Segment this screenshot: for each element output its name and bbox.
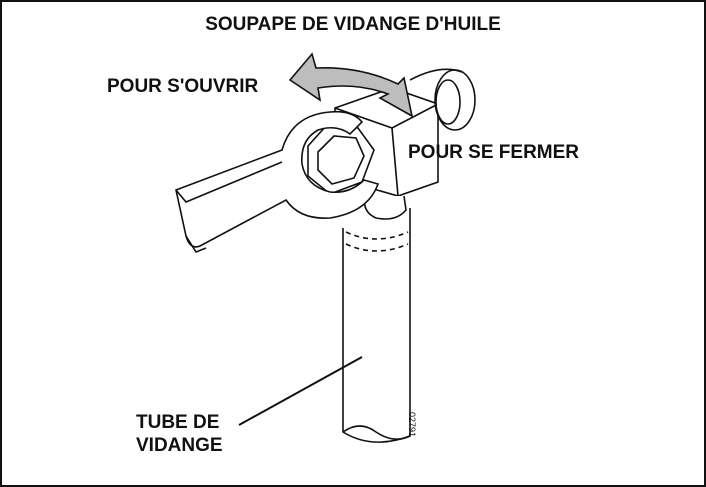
close-direction-label: POUR SE FERMER bbox=[408, 142, 580, 163]
drain-tube-label: TUBE DE VIDANGE bbox=[136, 411, 223, 457]
rotation-arrow bbox=[288, 52, 414, 118]
diagram-title: SOUPAPE DE VIDANGE D'HUILE bbox=[205, 14, 501, 35]
open-direction-label: POUR S'OUVRIR bbox=[107, 76, 259, 97]
drain-tube-label-line2: VIDANGE bbox=[136, 435, 223, 456]
figure-code: 02791 bbox=[407, 412, 417, 438]
tube-leader-line bbox=[238, 356, 363, 426]
drain-tube-label-line1: TUBE DE bbox=[136, 412, 220, 433]
wrench bbox=[175, 110, 380, 253]
drain-tube bbox=[342, 208, 411, 443]
